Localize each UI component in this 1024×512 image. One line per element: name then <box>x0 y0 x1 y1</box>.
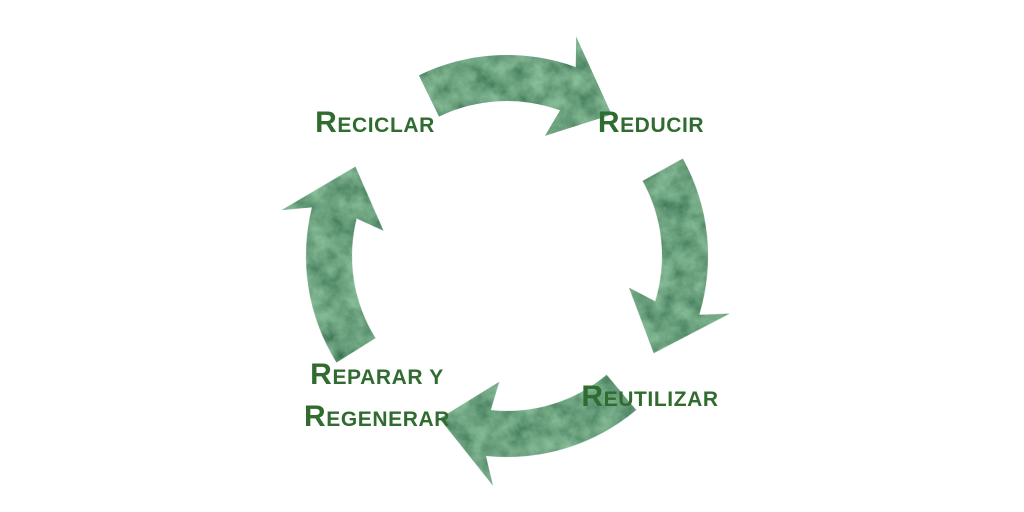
cycle-arrow-bottom-icon <box>434 355 646 494</box>
label-reparar-line2: REGENERAR <box>303 400 451 433</box>
cycle-arrow-top-icon <box>416 31 615 139</box>
label-reparar-line1: REPARAR Y <box>310 358 444 391</box>
label-reparar-regenerar: REPARAR Y REGENERAR <box>304 355 450 439</box>
label-reutilizar: REUTILIZAR <box>581 380 719 413</box>
cycle-arrow-left-icon <box>278 165 393 366</box>
label-reducir: REDUCIR <box>597 106 705 139</box>
cycle-arrow-right-icon <box>626 157 731 354</box>
label-reciclar: RECICLAR <box>315 106 435 139</box>
